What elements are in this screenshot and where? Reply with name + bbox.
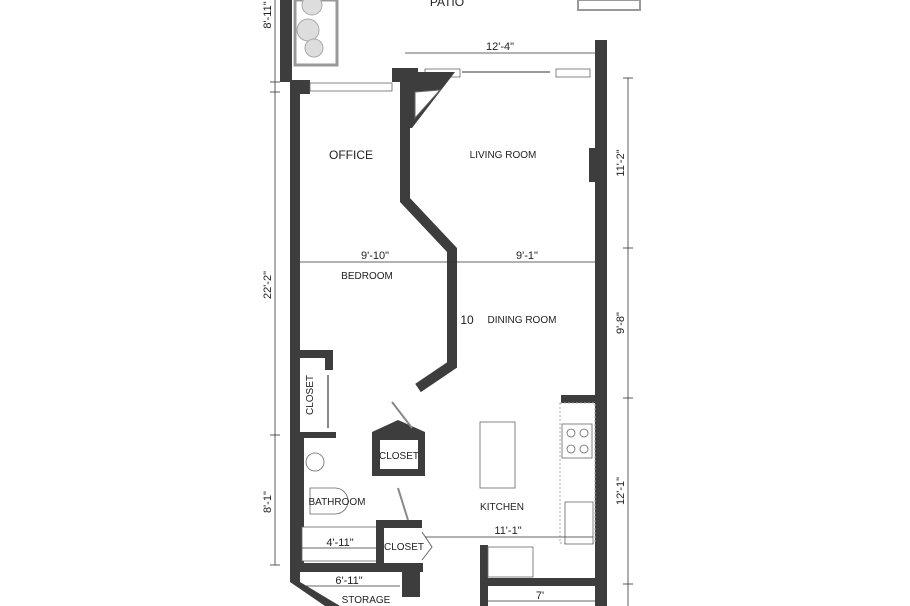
hall-closet-interior [380,440,418,469]
right-wall [595,40,607,606]
kitchen-label: KITCHEN [480,502,524,513]
living-room-label: LIVING ROOM [470,150,537,161]
burner [579,428,589,438]
wall-segment [376,520,422,528]
kitchen-island [479,421,516,489]
wall-segment [298,432,336,438]
wall-segment [290,80,310,94]
wall-segment [325,350,333,370]
shrub-icon [296,18,320,42]
bathroom-door[interactable] [397,487,409,521]
wall-segment [298,435,304,570]
dim-tub: 4'-11" [326,537,353,549]
dim-patio: 8'-11" [262,1,274,28]
wall-segment [376,520,384,565]
dim-living-width: 12'-4" [486,41,514,53]
dim-bottom: 7' [536,590,544,602]
dim-living-lower: 9'-1" [516,250,538,262]
dim-storage: 6'-11" [335,575,362,587]
wall-segment [561,395,597,403]
storage-wall [290,582,340,606]
wall-segment [298,350,333,358]
patio-table [577,0,641,11]
closet-label: CLOSET [384,542,424,553]
stove-icon [561,423,593,459]
bathtub [301,526,378,562]
shrub-icon [304,38,324,58]
dim-bedroom: 9'-10" [361,250,389,262]
dim-kitchen: 11'-1" [494,525,521,537]
closet-label: CLOSET [305,375,316,415]
unit-number: 10 [460,313,474,327]
wall-segment [480,578,600,586]
dim-left-total: 22'-2" [262,271,274,299]
left-wall [290,82,300,582]
dim-bath: 8'-1" [262,491,274,513]
office-window[interactable] [309,82,393,92]
fireplace-opening [414,89,442,120]
burner [579,444,589,454]
dim-dining-depth: 9'-8" [615,312,627,334]
burner [566,428,576,438]
patio-wall [280,0,292,82]
closet-door[interactable] [391,401,413,429]
wall-segment [298,563,423,572]
burner [566,444,576,454]
dim-living-depth: 11'-2" [615,149,627,176]
wall-segment [402,572,420,597]
dining-room-label: DINING ROOM [488,315,557,326]
closet-label: CLOSET [379,451,419,462]
toilet-icon [309,487,349,515]
shrub-icon [301,0,323,16]
storage-label: STORAGE [342,595,391,606]
wall-segment [480,545,488,606]
refrigerator [487,546,534,578]
dim-kitchen-depth: 12'-1" [615,477,627,505]
kitchen-sink-icon [564,501,594,545]
office-label: OFFICE [329,148,373,162]
sink-icon [305,452,325,472]
partition-wall [400,125,457,393]
living-window[interactable] [555,68,591,78]
patio-label: PATIO [430,0,464,9]
bedroom-label: BEDROOM [341,271,393,282]
bathroom-label: BATHROOM [308,497,365,508]
fireplace-tv [589,148,597,182]
